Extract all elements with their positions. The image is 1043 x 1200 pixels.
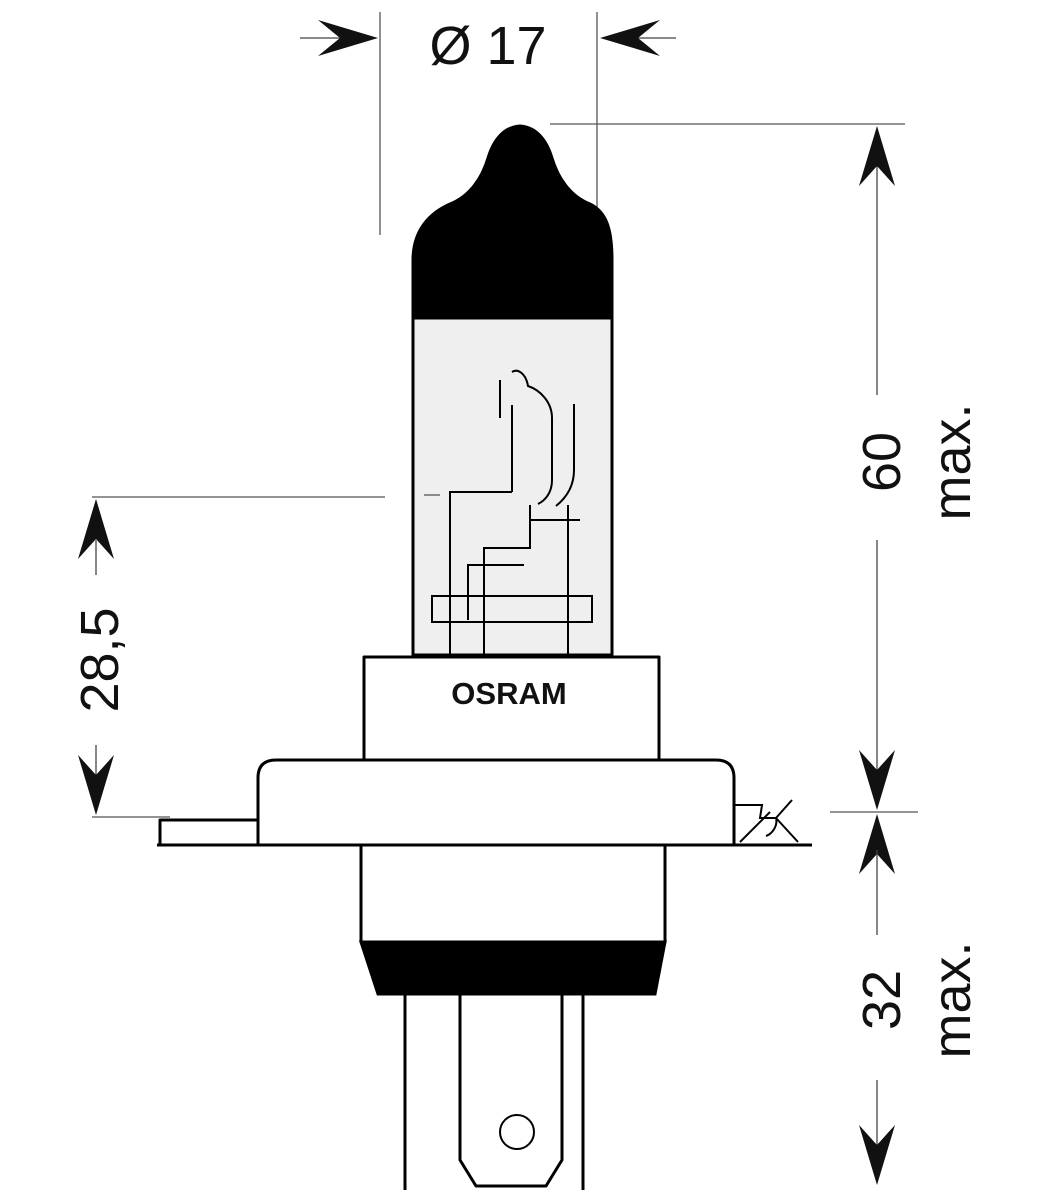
black-cap <box>411 124 614 320</box>
height-bottom-value: 32 <box>852 970 912 1030</box>
flange-body <box>256 758 736 845</box>
diameter-arrow-left <box>318 20 378 56</box>
base-black-ring <box>358 940 667 996</box>
lead-wire-3 <box>483 520 531 655</box>
diameter-dimension: Ø 17 <box>300 12 676 235</box>
height-bottom-arrow-down <box>859 1125 895 1185</box>
lead-wire-1 <box>449 491 512 655</box>
flange-notch-right <box>734 799 799 843</box>
height-top-qualifier: max. <box>922 403 982 520</box>
height-dimensions: 60 max. 32 max. <box>550 123 982 1185</box>
lamp-base <box>358 845 667 996</box>
height-top-value: 60 <box>852 432 912 492</box>
focal-arrow-up <box>78 499 114 559</box>
focal-label: 28,5 <box>70 607 130 712</box>
focal-distance-dimension: 28,5 <box>70 496 385 818</box>
flange <box>157 758 812 847</box>
contact-pins <box>403 994 585 1190</box>
focal-value: 28,5 <box>70 607 130 712</box>
diameter-arrow-right <box>600 20 660 56</box>
focal-arrow-down <box>78 755 114 815</box>
pin-center-blade <box>458 994 564 1188</box>
base-body <box>359 845 667 944</box>
filament-assembly <box>424 369 593 655</box>
height-bottom-qualifier: max. <box>922 941 982 1058</box>
glass-pinch-seal <box>431 595 593 623</box>
brand-label: OSRAM <box>451 676 566 711</box>
low-beam-filament <box>511 369 553 505</box>
height-bottom-arrow-up <box>859 814 895 874</box>
diameter-label: Ø 17 <box>429 16 546 76</box>
height-top-arrow-up <box>859 126 895 186</box>
height-bottom-label: 32 max. <box>852 941 982 1058</box>
bulb-glass <box>411 124 614 657</box>
flange-tab-left <box>158 818 260 847</box>
height-top-label: 60 max. <box>852 403 982 520</box>
lead-wire-5 <box>467 564 524 620</box>
filament-inner-arc <box>555 404 575 507</box>
pin-hole <box>499 1114 535 1150</box>
upper-collar: OSRAM <box>362 655 661 762</box>
height-top-arrow-down <box>859 750 895 810</box>
